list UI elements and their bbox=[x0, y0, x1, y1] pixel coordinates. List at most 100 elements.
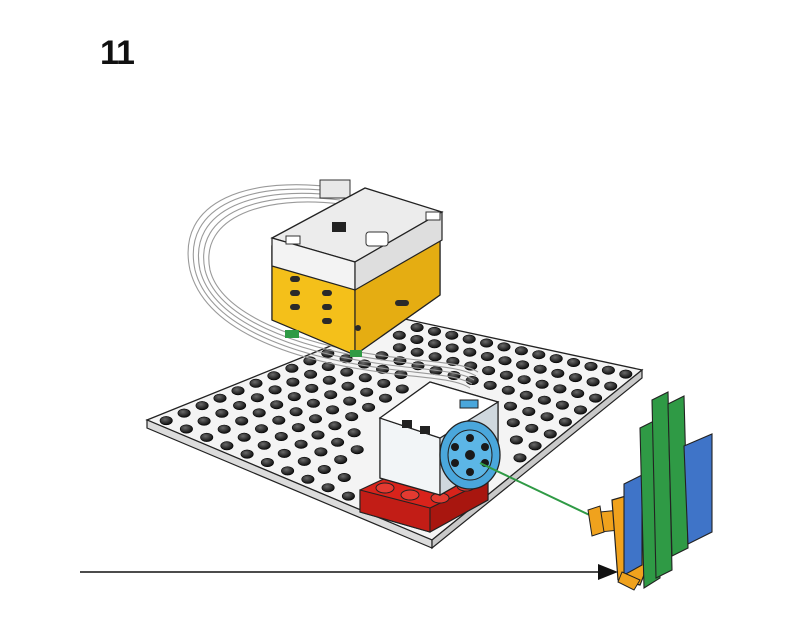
baseplate-stud bbox=[540, 412, 554, 422]
baseplate-stud bbox=[509, 435, 523, 445]
baseplate-stud bbox=[571, 388, 585, 398]
baseplate-stud bbox=[217, 424, 231, 434]
baseplate-stud bbox=[604, 381, 618, 391]
baseplate-stud bbox=[558, 417, 572, 427]
baseplate-stud bbox=[240, 449, 254, 459]
baseplate-stud bbox=[392, 330, 406, 340]
baseplate-stud bbox=[377, 378, 391, 388]
baseplate-stud bbox=[543, 429, 557, 439]
baseplate-stud bbox=[249, 378, 263, 388]
baseplate-stud bbox=[321, 483, 335, 493]
baseplate-stud bbox=[317, 464, 331, 474]
baseplate-stud bbox=[553, 384, 567, 394]
baseplate-stud bbox=[343, 396, 357, 406]
baseplate-stud bbox=[584, 361, 598, 371]
baseplate-stud bbox=[462, 334, 476, 344]
baseplate-stud bbox=[213, 393, 227, 403]
baseplate-stud bbox=[535, 379, 549, 389]
baseplate-stud bbox=[358, 373, 372, 383]
baseplate-stud bbox=[340, 367, 354, 377]
baseplate-stud bbox=[501, 385, 515, 395]
baseplate-stud bbox=[197, 416, 211, 426]
baseplate-stud bbox=[233, 400, 247, 410]
baseplate-stud bbox=[567, 357, 581, 367]
baseplate-stud bbox=[304, 369, 318, 379]
baseplate-stud bbox=[549, 354, 563, 364]
baseplate-stud bbox=[159, 416, 173, 426]
baseplate-stud bbox=[499, 370, 513, 380]
baseplate-stud bbox=[270, 400, 284, 410]
baseplate-stud bbox=[334, 455, 348, 465]
decorative-element bbox=[587, 391, 713, 591]
baseplate-stud bbox=[525, 423, 539, 433]
baseplate-stud bbox=[250, 393, 264, 403]
baseplate-stud bbox=[268, 385, 282, 395]
baseplate-stud bbox=[519, 390, 533, 400]
baseplate-stud bbox=[179, 424, 193, 434]
baseplate-studs bbox=[159, 322, 633, 501]
baseplate-stud bbox=[573, 405, 587, 415]
step-number: 11 bbox=[100, 34, 135, 72]
baseplate-stud bbox=[257, 440, 271, 450]
baseplate-stud bbox=[392, 343, 406, 353]
baseplate-stud bbox=[255, 424, 269, 434]
motor-icon bbox=[378, 381, 501, 497]
baseplate-stud bbox=[281, 466, 295, 476]
baseplate-stud bbox=[324, 390, 338, 400]
baseplate-stud bbox=[311, 430, 325, 440]
baseplate-stud bbox=[503, 401, 517, 411]
baseplate-stud bbox=[337, 472, 351, 482]
baseplate-stud bbox=[517, 375, 531, 385]
baseplate-stud bbox=[291, 423, 305, 433]
baseplate-stud bbox=[513, 453, 527, 463]
baseplate-stud bbox=[294, 439, 308, 449]
cable-icon bbox=[187, 179, 479, 389]
baseplate-stud bbox=[506, 418, 520, 428]
baseplate-stud bbox=[285, 363, 299, 373]
baseplate-stud bbox=[480, 351, 494, 361]
baseplate-stud bbox=[551, 368, 565, 378]
baseplate-stud bbox=[328, 421, 342, 431]
baseplate-stud bbox=[297, 456, 311, 466]
baseplate-stud bbox=[215, 408, 229, 418]
baseplate-stud bbox=[586, 377, 600, 387]
baseplate-stud bbox=[497, 342, 511, 352]
baseplate-stud bbox=[410, 334, 424, 344]
axle-guide-line bbox=[479, 462, 601, 521]
baseplate-stud bbox=[301, 474, 315, 484]
baseplate-stud bbox=[464, 361, 478, 371]
baseplate-stud bbox=[537, 395, 551, 405]
baseplate-stud bbox=[555, 400, 569, 410]
baseplate-stud bbox=[589, 393, 603, 403]
baseplate-stud bbox=[428, 352, 442, 362]
baseplate-stud bbox=[195, 401, 209, 411]
baseplate-stud bbox=[341, 491, 355, 501]
baseplate-stud bbox=[177, 408, 191, 418]
baseplate-stud bbox=[482, 366, 496, 376]
baseplate-stud bbox=[410, 347, 424, 357]
baseplate-stud bbox=[322, 375, 336, 385]
baseplate-stud bbox=[347, 428, 361, 438]
baseplate-stud bbox=[360, 387, 374, 397]
baseplate-stud bbox=[308, 414, 322, 424]
baseplate-stud bbox=[445, 343, 459, 353]
baseplate-stud bbox=[260, 457, 274, 467]
baseplate-stud bbox=[532, 350, 546, 360]
baseplate-stud bbox=[378, 393, 392, 403]
baseplate-stud bbox=[274, 431, 288, 441]
baseplate-stud bbox=[341, 381, 355, 391]
baseplate-stud bbox=[350, 445, 364, 455]
hub-icon bbox=[270, 187, 444, 357]
baseplate-stud bbox=[287, 392, 301, 402]
baseplate-stud bbox=[220, 441, 234, 451]
baseplate-stud bbox=[514, 346, 528, 356]
baseplate-stud bbox=[286, 377, 300, 387]
baseplate-stud bbox=[498, 356, 512, 366]
baseplate-stud bbox=[516, 360, 530, 370]
baseplate-stud bbox=[277, 448, 291, 458]
baseplate-stud bbox=[331, 437, 345, 447]
baseplate-stud bbox=[619, 369, 633, 379]
baseplate-stud bbox=[314, 447, 328, 457]
baseplate-stud bbox=[235, 416, 249, 426]
